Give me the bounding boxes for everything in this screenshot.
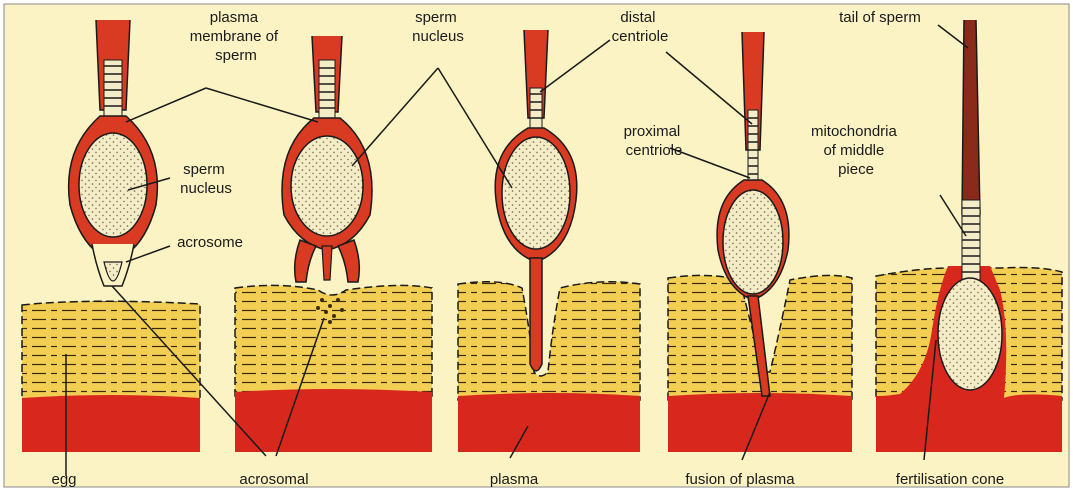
label-plasma: plasma <box>490 471 539 488</box>
egg-segment-2 <box>235 285 432 452</box>
sperm-2-nucleus <box>291 136 363 236</box>
sperm-5-nucleus <box>938 278 1002 390</box>
egg-segment-1 <box>22 301 200 452</box>
sperm-4-nucleus <box>723 190 783 294</box>
sperm-3-nucleus <box>502 137 570 249</box>
label-fertilisation-cone: fertilisation cone <box>896 471 1004 488</box>
label-acrosomal: acrosomal <box>239 471 308 488</box>
label-tail-of-sperm: tail of sperm <box>839 9 921 26</box>
sperm-1-nucleus <box>79 133 147 237</box>
label-fusion-of-plasma: fusion of plasma <box>685 471 795 488</box>
label-acrosome: acrosome <box>177 234 243 251</box>
label-egg: egg <box>51 471 76 488</box>
